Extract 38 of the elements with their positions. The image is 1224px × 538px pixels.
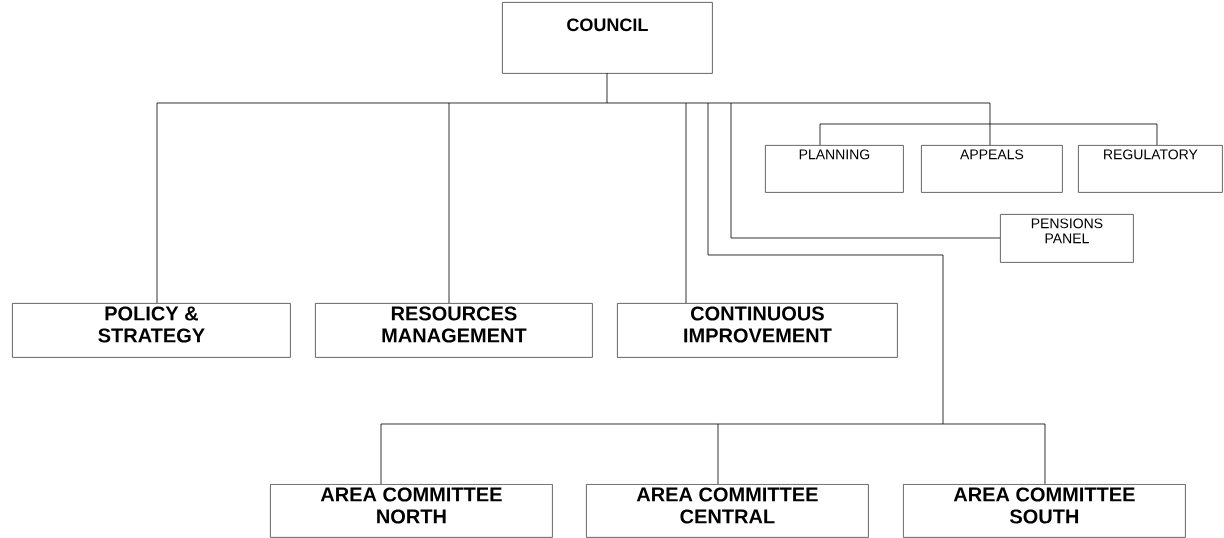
org-box: PLANNING — [765, 145, 904, 193]
connector-line — [730, 102, 732, 239]
connector-line — [942, 254, 944, 425]
connector-line — [448, 102, 450, 304]
connector-line — [380, 423, 382, 485]
org-box: PENSIONS PANEL — [1000, 214, 1134, 263]
connector-line — [685, 102, 687, 304]
connector-line — [819, 123, 821, 146]
org-box: CONTINUOUS IMPROVEMENT — [617, 303, 898, 358]
connector-line — [156, 102, 158, 304]
connector-line — [707, 102, 709, 256]
org-box: AREA COMMITTEE CENTRAL — [586, 484, 869, 538]
connector-line — [1044, 423, 1046, 485]
connector-line — [989, 102, 991, 125]
connector-line — [707, 254, 944, 256]
connector-line — [730, 102, 991, 104]
org-box: REGULATORY — [1078, 145, 1223, 193]
org-box: COUNCIL — [502, 2, 713, 74]
connector-line — [685, 102, 709, 104]
connector-line — [156, 102, 450, 104]
connector-line — [989, 123, 1158, 125]
connector-line — [717, 423, 719, 485]
org-box: RESOURCES MANAGEMENT — [315, 303, 593, 358]
org-box: AREA COMMITTEE SOUTH — [903, 484, 1186, 538]
connector-line — [707, 102, 732, 104]
connector-line — [717, 423, 944, 425]
connector-line — [942, 423, 1046, 425]
connector-line — [606, 102, 687, 104]
connector-line — [989, 123, 991, 146]
connector-line — [1156, 123, 1158, 146]
connector-line — [606, 72, 608, 104]
connector-line — [448, 102, 608, 104]
connector-line — [730, 237, 1001, 239]
org-box: POLICY & STRATEGY — [12, 303, 291, 358]
connector-line — [819, 123, 991, 125]
org-box: APPEALS — [921, 145, 1063, 193]
org-box: AREA COMMITTEE NORTH — [270, 484, 553, 538]
connector-line — [380, 423, 719, 425]
